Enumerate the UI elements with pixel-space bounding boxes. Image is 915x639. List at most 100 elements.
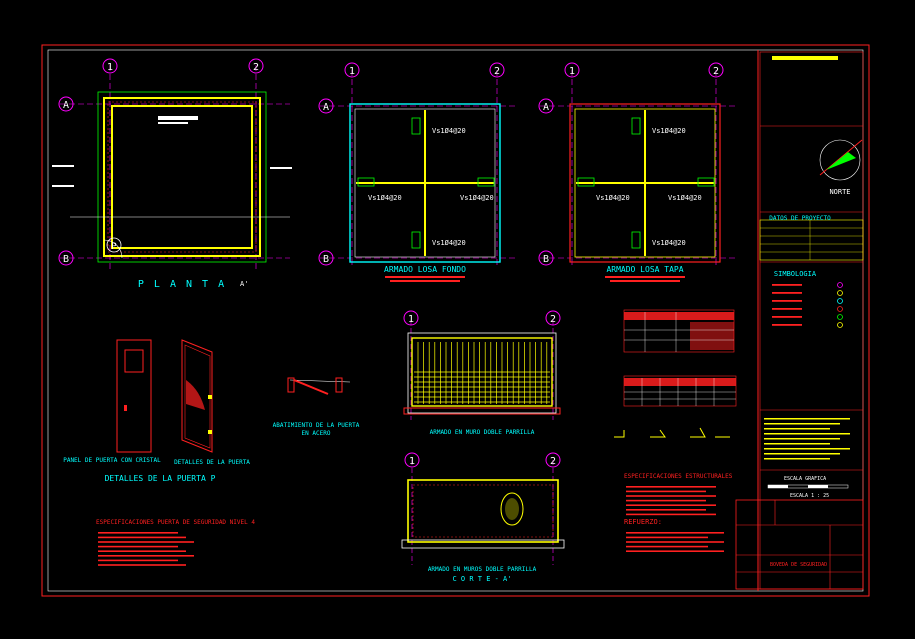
simbologia-label: SIMBOLOGIA [774,270,817,278]
losa-tapa-view [540,70,735,265]
spec-structural-line [626,513,716,516]
title-block-note-line [764,443,830,445]
losa-tapa-axis-1-bubble [564,62,580,78]
wall-axis-2: 2 [550,314,556,325]
scale-value: ESCALA 1 : 25 [790,493,829,499]
losa-tapa-title: ARMADO LOSA TAPA [606,265,683,274]
wall-axis-1: 1 [408,314,414,325]
losa-fondo-axis-a: A [323,102,329,113]
planta-title: P L A N T A [138,279,226,290]
spec-refuerzo-line [626,532,724,534]
symbol-legend [772,282,843,328]
north-arrow-icon [819,139,863,181]
spec-door-line [98,555,194,557]
losa-tapa-bar-right: Vs1Ø4@20 [668,194,702,202]
sheet-outer-border [41,44,870,597]
section-axis-1: 1 [409,456,415,467]
losa-tapa-axis-1: 1 [569,66,575,77]
title-block [757,50,864,591]
spec-refuerzo-line [626,536,708,539]
losa-fondo-bar-top: Vs1Ø4@20 [432,127,466,135]
rebar-table-1 [623,309,735,353]
wall-axis-1-bubble [403,310,419,326]
symbol-legend-line [772,316,802,318]
losa-fondo-axis-1: 1 [349,66,355,77]
section-axis-2: 2 [550,456,556,467]
wall-section-drawing [401,460,565,565]
planta-section-mark: A' [240,280,248,288]
planta-axis-2: 2 [253,62,259,73]
losa-fondo-axis-2: 2 [494,66,500,77]
losa-fondo-title: ARMADO LOSA FONDO [384,265,466,274]
losa-tapa-axis-b: B [543,254,549,265]
door-detail-drawing [181,339,213,453]
wall-axis-2-bubble [545,310,561,326]
symbol-legend-line [772,324,802,326]
planta-door-tag-bubble [106,237,122,253]
rebar-table-2 [623,375,737,407]
title-block-note-line [764,453,840,455]
door-panel-drawing [116,339,152,453]
spec-structural-line [626,486,716,488]
title-block-note-line [764,448,850,450]
losa-tapa-bar-left: Vs1Ø4@20 [596,194,630,202]
losa-tapa-axis-2-bubble [708,62,724,78]
spec-door-line [98,564,186,566]
losa-fondo-view [320,70,515,265]
door-panel-label: PANEL DE PUERTA CON CRISTAL [63,457,161,464]
planta-view [52,65,292,270]
section-axis-2-bubble [545,452,561,468]
title-block-note-line [764,433,850,435]
planta-axis-1: 1 [107,62,113,73]
door-swing-drawing [287,377,351,395]
title-block-note-line [764,428,830,430]
spec-door-line [98,532,178,534]
sheet-name: BOVEDA DE SEGURIDAD [770,562,827,568]
spec-structural-title: ESPECIFICACIONES ESTRUCTURALES [624,473,733,480]
spec-door-line [98,545,178,548]
losa-fondo-axis-2-bubble [489,62,505,78]
spec-structural-line [626,504,716,506]
spec-structural-line [626,495,716,497]
section-title: ARMADO EN MUROS DOBLE PARRILLA [428,566,537,573]
losa-fondo-axis-b-bubble [318,250,334,266]
planta-axis-a: A [63,100,69,111]
wall-elevation-title: ARMADO EN MURO DOBLE PARRILLA [430,429,535,436]
symbol-legend-line [772,300,802,302]
planta-axis-1-bubble [102,58,118,74]
hook-details [614,427,730,438]
losa-fondo-axis-b: B [323,254,329,265]
planta-door-tag: P [111,242,117,252]
title-block-note-line [764,438,840,440]
symbol-legend-icon [837,290,843,296]
door-swing-label-1: ABATIMIENTO DE LA PUERTA [273,422,360,429]
wall-rebar-grid [414,342,550,404]
spec-structural-line [626,499,706,502]
planta-axis-a-bubble [58,96,74,112]
spec-structural-line [626,509,706,511]
symbol-legend-line [772,292,802,294]
graphic-scale-bar [767,484,849,489]
symbol-legend-icon [837,306,843,312]
spec-refuerzo-line [626,541,724,543]
title-block-notes [764,418,850,460]
title-block-note-line [764,458,830,460]
spec-structural-lines [626,486,724,552]
losa-tapa-bar-top: Vs1Ø4@20 [652,127,686,135]
losa-fondo-bar-left: Vs1Ø4@20 [368,194,402,202]
spec-door-line [98,550,186,552]
spec-structural-line [626,490,706,493]
losa-fondo-axis-a-bubble [318,98,334,114]
north-label: NORTE [829,188,850,196]
losa-fondo-note [385,276,465,278]
planta-axis-b-bubble [58,250,74,266]
spec-door-lines [98,532,194,566]
door-detail-label: DETALLES DE LA PUERTA [174,459,250,466]
section-axis-1-bubble [404,452,420,468]
spec-door-line [98,541,194,543]
losa-tapa-axis-a: A [543,102,549,113]
project-data-label: DATOS DE PROYECTO [769,215,831,222]
symbol-legend-icon [837,322,843,328]
wall-elevation-drawing [403,320,561,420]
